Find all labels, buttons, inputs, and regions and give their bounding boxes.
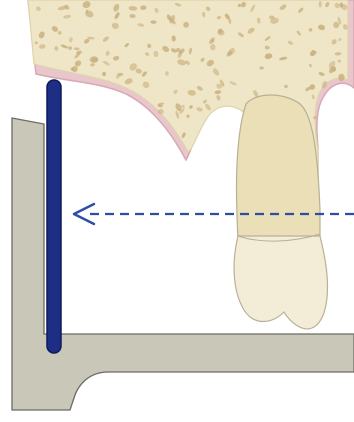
tooth-crown	[234, 236, 327, 329]
film-receptor	[47, 80, 61, 353]
tooth-root	[236, 95, 320, 240]
bone-pore	[158, 109, 164, 114]
